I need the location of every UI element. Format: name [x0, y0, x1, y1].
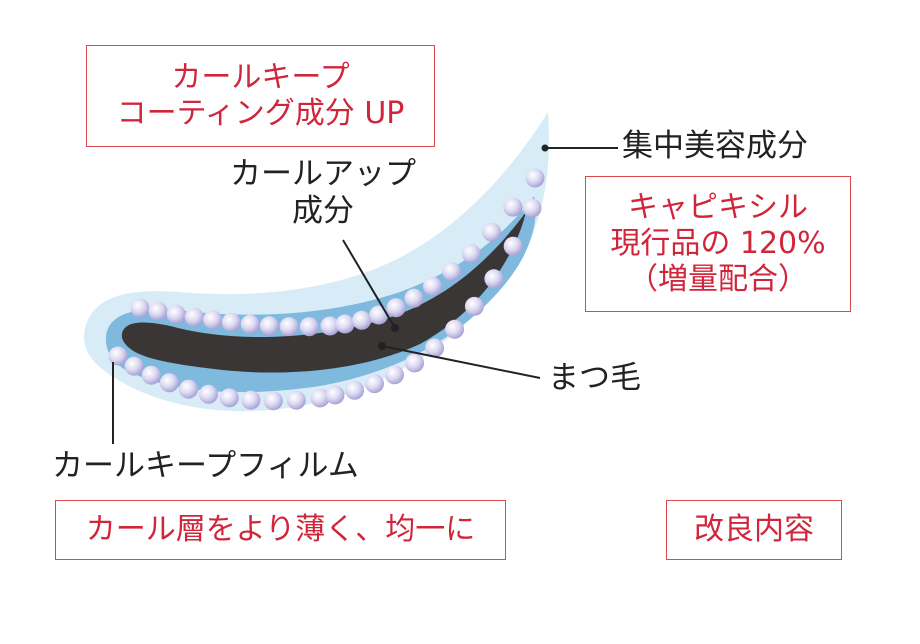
ingredient-bead	[461, 244, 481, 263]
ingredient-bead	[335, 314, 355, 334]
ingredient-bead	[130, 298, 150, 318]
ingredient-bead	[503, 236, 523, 256]
box-capixyl-line3: （増量配合）	[628, 262, 808, 297]
ingredient-bead	[263, 391, 283, 411]
ingredient-bead	[221, 312, 241, 332]
label-eyelash: まつ毛	[548, 360, 641, 396]
box-curl-keep-coating-up: カールキープ コーティング成分 UP	[86, 45, 435, 147]
ingredient-bead	[286, 390, 306, 410]
label-curl-up-ingredient: カールアップ 成分	[218, 156, 428, 230]
ingredient-bead	[199, 384, 218, 404]
ingredient-bead	[369, 305, 389, 325]
box-improvements: 改良内容	[666, 500, 842, 560]
ingredient-bead	[345, 380, 365, 400]
ingredient-bead	[404, 288, 424, 308]
ingredient-bead	[442, 261, 462, 281]
label-curl-up-line1: カールアップ	[230, 156, 416, 192]
ingredient-bead	[179, 379, 198, 399]
ingredient-beads	[108, 168, 545, 411]
box-thinner-layer-text: カール層をより薄く、均一に	[85, 512, 476, 547]
ingredient-bead	[522, 198, 542, 218]
ingredient-bead	[124, 356, 144, 376]
ingredient-bead	[279, 317, 299, 337]
ingredient-bead	[141, 365, 161, 385]
ingredient-bead	[166, 304, 186, 324]
ingredient-bead	[386, 298, 406, 318]
box-curl-keep-line1: カールキープ	[171, 60, 350, 95]
box-thinner-uniform-layer: カール層をより薄く、均一に	[55, 500, 506, 560]
ingredient-bead	[159, 373, 179, 393]
ingredient-bead	[148, 301, 168, 321]
ingredient-bead	[365, 374, 384, 394]
ingredient-bead	[405, 353, 425, 373]
ingredient-bead	[352, 310, 372, 330]
ingredient-bead	[241, 390, 261, 410]
label-curl-keep-film: カールキープフィルム	[52, 448, 359, 484]
leader-dot-curl-up	[391, 324, 399, 332]
ingredient-bead	[184, 307, 204, 327]
ingredient-bead	[425, 338, 445, 358]
label-concentrated-beauty: 集中美容成分	[622, 128, 808, 164]
ingredient-bead	[445, 319, 465, 339]
ingredient-bead	[203, 310, 223, 330]
label-curl-up-line2: 成分	[292, 193, 354, 230]
box-capixyl-line2: 現行品の 120%	[610, 226, 826, 261]
ingredient-bead	[320, 316, 340, 336]
box-capixyl-line1: キャピキシル	[628, 190, 808, 225]
box-capixyl: キャピキシル 現行品の 120% （増量配合）	[585, 176, 851, 312]
ingredient-bead	[108, 346, 128, 366]
box-improvements-text: 改良内容	[694, 512, 814, 547]
ingredient-bead	[310, 388, 330, 408]
ingredient-bead	[219, 388, 239, 408]
ingredient-bead	[423, 276, 442, 296]
ingredient-bead	[259, 316, 279, 336]
ingredient-bead	[525, 168, 545, 188]
ingredient-bead	[503, 197, 523, 217]
box-curl-keep-line2: コーティング成分 UP	[116, 96, 405, 131]
leader-dot-concentrated-beauty	[541, 144, 549, 152]
ingredient-bead	[464, 296, 484, 316]
eyelash-shape	[121, 212, 527, 373]
ingredient-bead	[482, 222, 502, 242]
ingredient-bead	[240, 314, 260, 334]
ingredient-bead	[325, 385, 345, 405]
ingredient-bead	[385, 365, 404, 385]
ingredient-bead	[484, 269, 504, 289]
leader-line-eyelash	[381, 345, 541, 379]
leader-line-curl-up	[342, 239, 396, 329]
leader-dot-eyelash	[378, 342, 386, 350]
ingredient-bead	[299, 317, 319, 337]
